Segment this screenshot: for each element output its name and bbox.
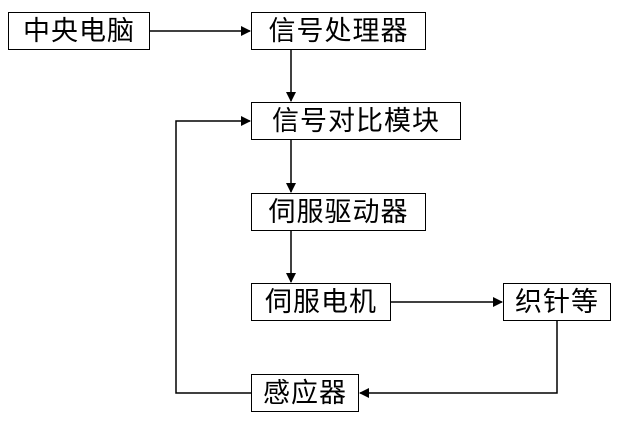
node-sensor: 感应器 [251,374,359,412]
node-signal-compare-module: 信号对比模块 [251,102,461,140]
edge-sensor-to-compare-feedback [176,121,251,393]
edge-needle-to-sensor [360,321,557,393]
node-knitting-needles: 织针等 [503,283,611,321]
node-servo-motor: 伺服电机 [251,283,391,321]
node-servo-driver: 伺服驱动器 [251,193,426,231]
node-signal-processor: 信号处理器 [251,12,426,50]
node-central-computer: 中央电脑 [8,12,150,50]
